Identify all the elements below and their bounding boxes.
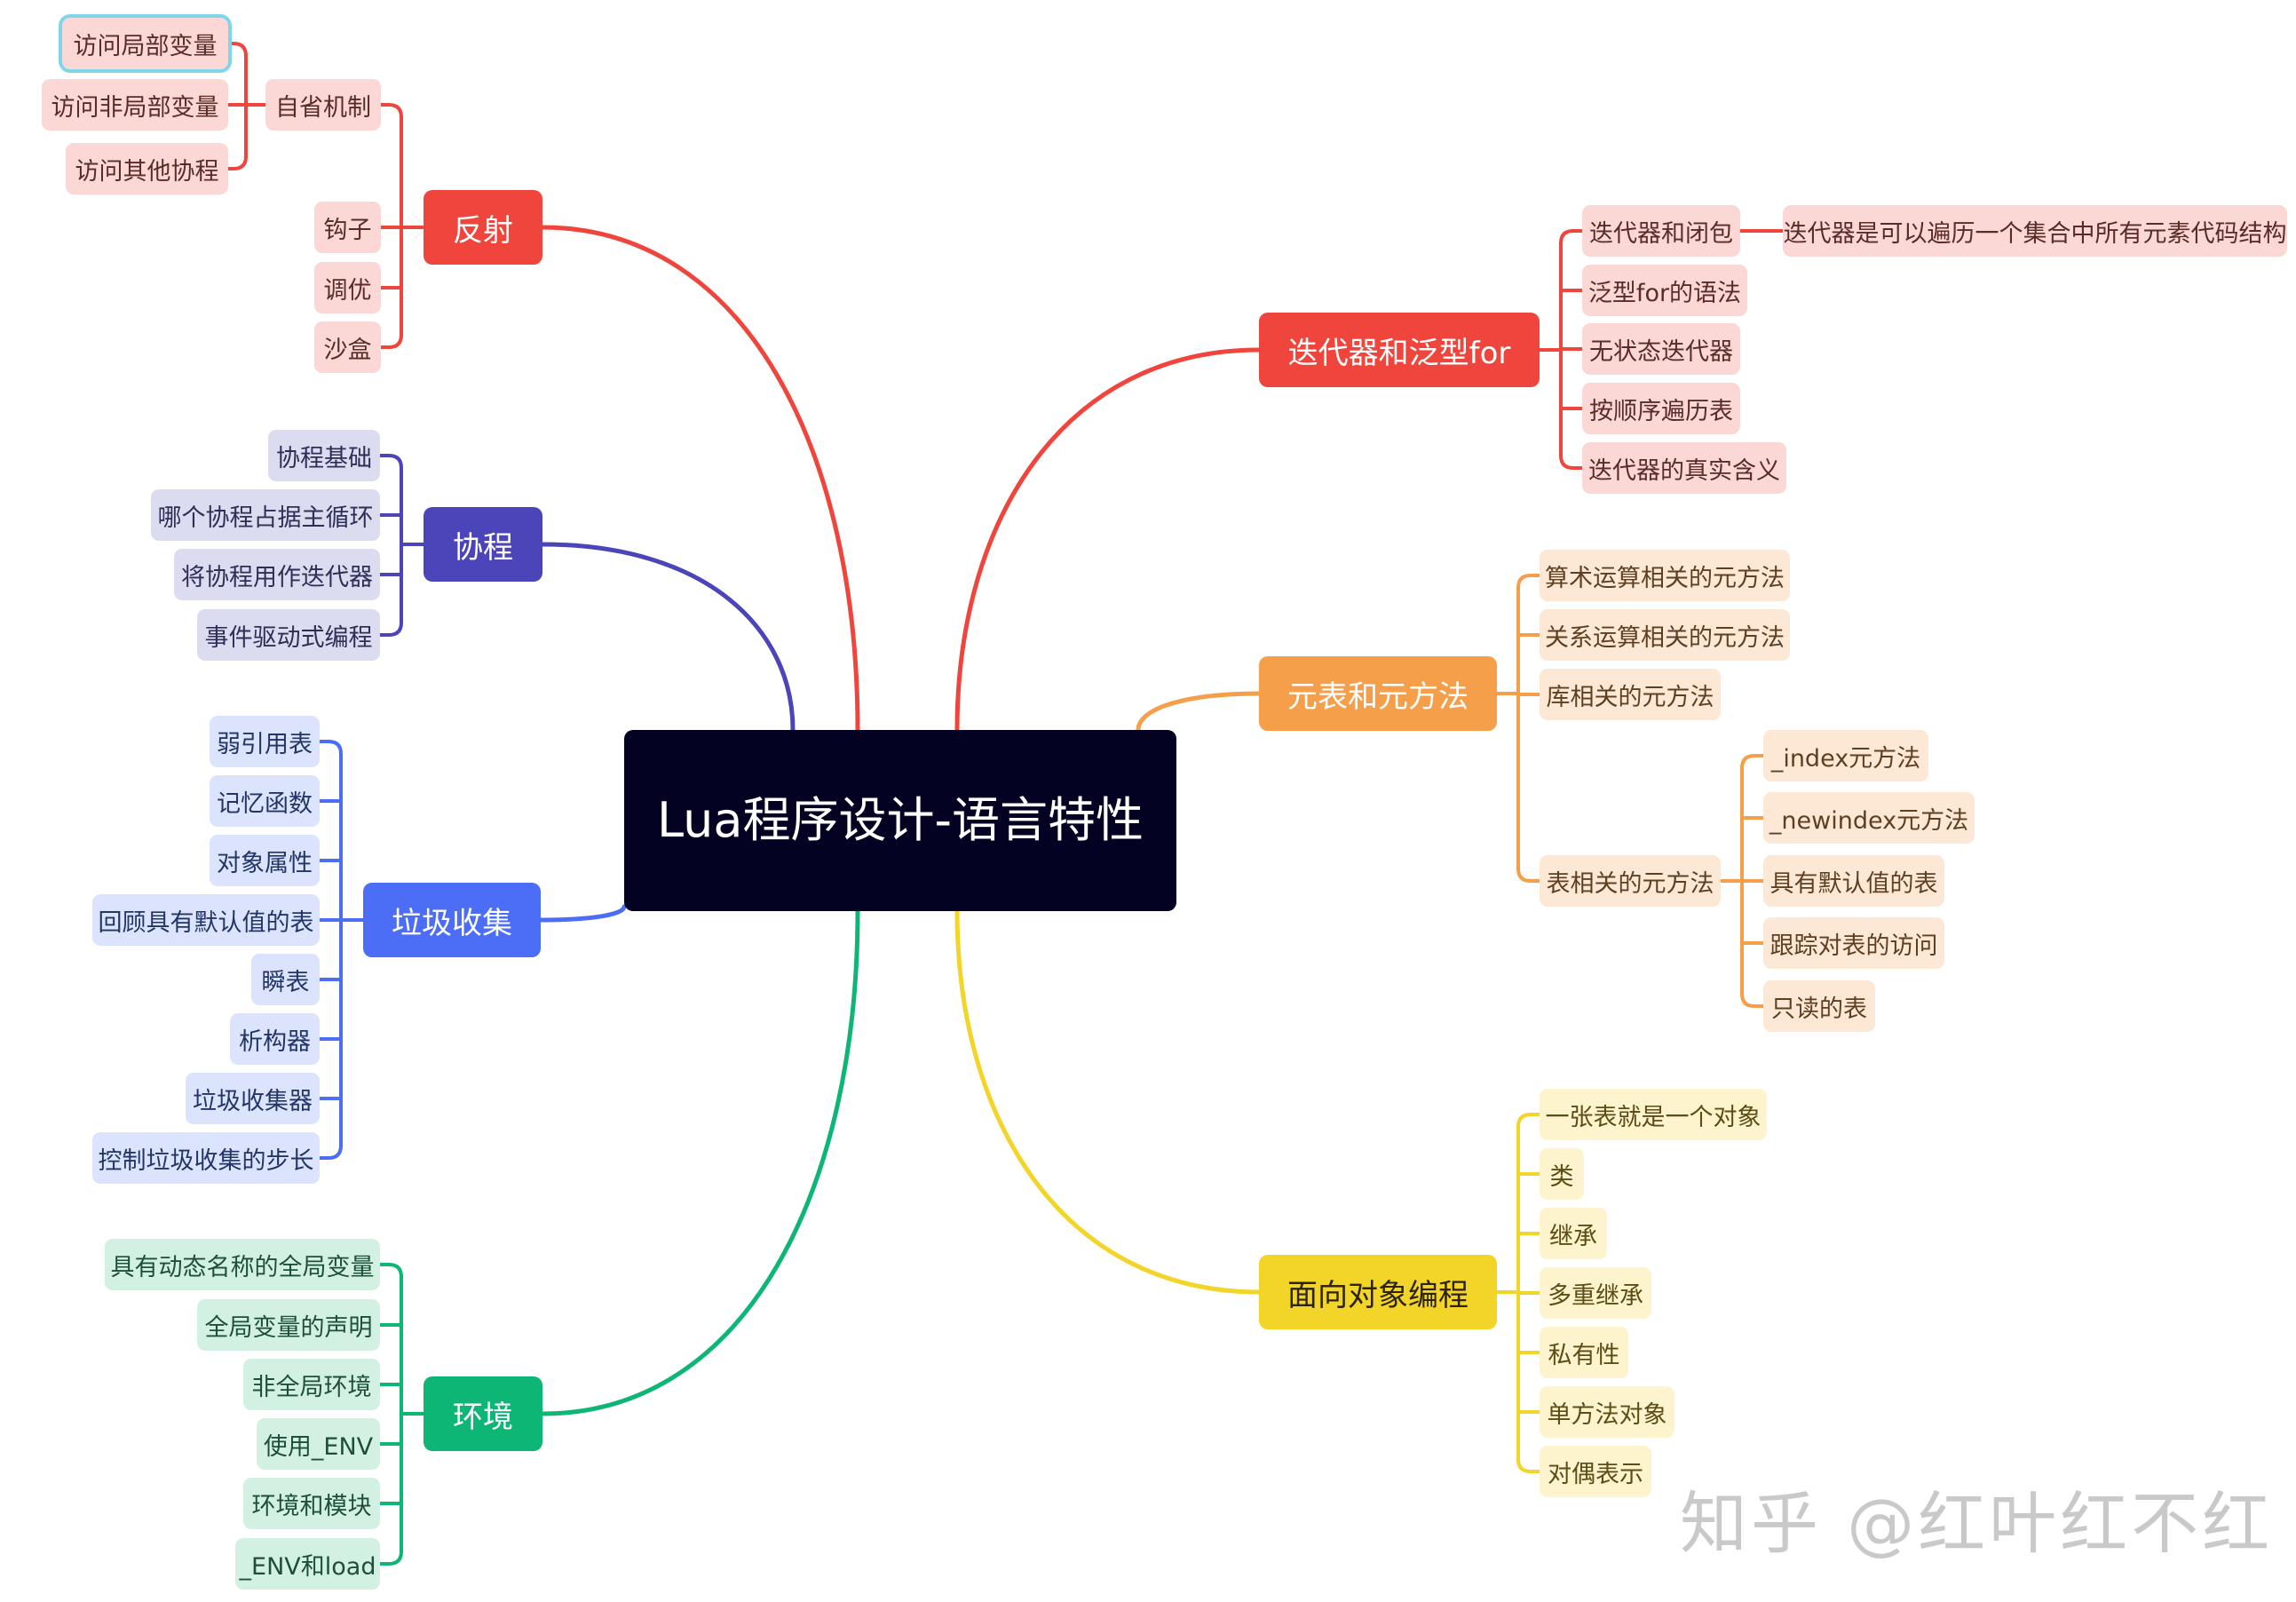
oop-item-inheritance[interactable]: 继承	[1540, 1208, 1607, 1259]
iter-branch-4	[1559, 454, 1584, 470]
oop-item-multiple-inheritance[interactable]: 多重继承	[1540, 1267, 1651, 1319]
branch-yuanbiao[interactable]: 元表和元方法	[1259, 656, 1497, 731]
gc-item-finalizers[interactable]: 析构器	[230, 1013, 320, 1065]
iter-item-true-meaning[interactable]: 迭代器的真实含义	[1582, 442, 1786, 494]
branch-mianxiang[interactable]: 面向对象编程	[1259, 1255, 1497, 1329]
xiecheng-branch-3	[378, 621, 403, 637]
xiecheng-item-event-driven[interactable]: 事件驱动式编程	[197, 609, 380, 661]
introspection-branch-0	[226, 42, 248, 58]
table-meta-index[interactable]: _index元方法	[1763, 730, 1928, 781]
oop-item-classes[interactable]: 类	[1540, 1148, 1584, 1200]
iter-branch-0	[1559, 229, 1584, 245]
branch-diedaiqi[interactable]: 迭代器和泛型for	[1259, 313, 1540, 387]
table-meta-tracking[interactable]: 跟踪对表的访问	[1763, 917, 1944, 969]
branch-fanshe[interactable]: 反射	[424, 190, 542, 265]
fanshe-item-introspection[interactable]: 自省机制	[265, 79, 381, 131]
gc-item-default-tables[interactable]: 回顾具有默认值的表	[92, 894, 320, 946]
branch-mianxiang-connector	[954, 908, 1262, 1295]
fanshe-branch-0	[379, 103, 403, 119]
xiecheng-item-main-loop[interactable]: 哪个协程占据主循环	[151, 489, 380, 541]
gc-item-memoize[interactable]: 记忆函数	[210, 775, 320, 827]
oop-branch-0	[1516, 1113, 1541, 1129]
oop-item-single-method-objects[interactable]: 单方法对象	[1540, 1386, 1674, 1438]
gc-item-step-control[interactable]: 控制垃圾收集的步长	[92, 1132, 320, 1184]
branch-lajishouji[interactable]: 垃圾收集	[363, 883, 541, 957]
branch-huanjing[interactable]: 环境	[424, 1376, 542, 1451]
fanshe-item-sandbox[interactable]: 沙盒	[314, 321, 381, 373]
gc-branch-0	[318, 740, 343, 756]
gc-item-weak-tables[interactable]: 弱引用表	[210, 716, 320, 767]
meta-item-relational[interactable]: 关系运算相关的元方法	[1540, 609, 1790, 661]
iter-item-ordered-traversal[interactable]: 按顺序遍历表	[1582, 383, 1740, 434]
xiecheng-item-as-iterator[interactable]: 将协程用作迭代器	[174, 549, 380, 600]
table-meta-default-values[interactable]: 具有默认值的表	[1763, 855, 1944, 907]
introspection-item-local-vars[interactable]: 访问局部变量	[59, 14, 232, 73]
env-item-env-load[interactable]: _ENV和load	[235, 1538, 380, 1590]
tablemeta-branch-0	[1740, 754, 1765, 770]
branch-lajishouji-connector	[538, 904, 627, 923]
table-meta-readonly[interactable]: 只读的表	[1763, 980, 1875, 1032]
introspection-branch-2	[226, 155, 248, 171]
introspection-item-nonlocal-vars[interactable]: 访问非局部变量	[42, 79, 228, 131]
oop-item-privacy[interactable]: 私有性	[1540, 1327, 1628, 1378]
env-branch-0	[378, 1263, 403, 1279]
fanshe-item-hooks[interactable]: 钩子	[314, 202, 381, 253]
env-branch-5	[378, 1550, 403, 1566]
oop-item-dual-representation[interactable]: 对偶表示	[1540, 1446, 1651, 1497]
oop-item-table-is-object[interactable]: 一张表就是一个对象	[1540, 1089, 1767, 1140]
branch-xiecheng-connector	[540, 542, 796, 733]
env-item-env-modules[interactable]: 环境和模块	[243, 1478, 380, 1529]
xiecheng-branch-0	[378, 454, 403, 470]
meta-item-library[interactable]: 库相关的元方法	[1540, 669, 1721, 720]
env-item-using-env[interactable]: 使用_ENV	[257, 1418, 380, 1470]
table-meta-newindex[interactable]: _newindex元方法	[1763, 792, 1975, 844]
meta-branch-3	[1516, 867, 1541, 883]
meta-item-arithmetic[interactable]: 算术运算相关的元方法	[1540, 550, 1790, 601]
branch-diedaiqi-connector	[954, 347, 1262, 733]
env-item-global-declarations[interactable]: 全局变量的声明	[197, 1299, 380, 1351]
env-item-non-global-env[interactable]: 非全局环境	[243, 1359, 380, 1410]
iter-item-generic-for[interactable]: 泛型for的语法	[1582, 265, 1747, 316]
fanshe-branch-3	[379, 333, 403, 349]
iter-item-closures[interactable]: 迭代器和闭包	[1582, 205, 1740, 257]
gc-item-ephemeron[interactable]: 瞬表	[251, 954, 320, 1005]
iter-item-stateless[interactable]: 无状态迭代器	[1582, 323, 1740, 375]
tablemeta-branch-4	[1740, 992, 1765, 1008]
meta-branch-0	[1516, 574, 1541, 590]
branch-xiecheng[interactable]: 协程	[424, 507, 542, 582]
fanshe-item-profiling[interactable]: 调优	[314, 262, 381, 313]
branch-fanshe-connector	[540, 225, 860, 733]
branch-yuanbiao-connector	[1136, 691, 1262, 733]
root-topic[interactable]: Lua程序设计-语言特性	[624, 730, 1176, 911]
iter-closure-definition[interactable]: 迭代器是可以遍历一个集合中所有元素代码结构	[1783, 205, 2287, 257]
zhihu-watermark: 知乎 @红叶红不红	[1680, 1484, 2274, 1563]
gc-item-object-attributes[interactable]: 对象属性	[210, 835, 320, 886]
branch-huanjing-connector	[540, 908, 860, 1416]
gc-item-collector[interactable]: 垃圾收集器	[186, 1073, 320, 1124]
env-item-dynamic-globals[interactable]: 具有动态名称的全局变量	[105, 1239, 380, 1290]
xiecheng-item-basics[interactable]: 协程基础	[268, 430, 380, 481]
oop-branch-6	[1516, 1457, 1541, 1473]
gc-branch-7	[318, 1144, 343, 1160]
introspection-item-other-coroutines[interactable]: 访问其他协程	[66, 143, 228, 194]
meta-item-table[interactable]: 表相关的元方法	[1540, 855, 1721, 907]
